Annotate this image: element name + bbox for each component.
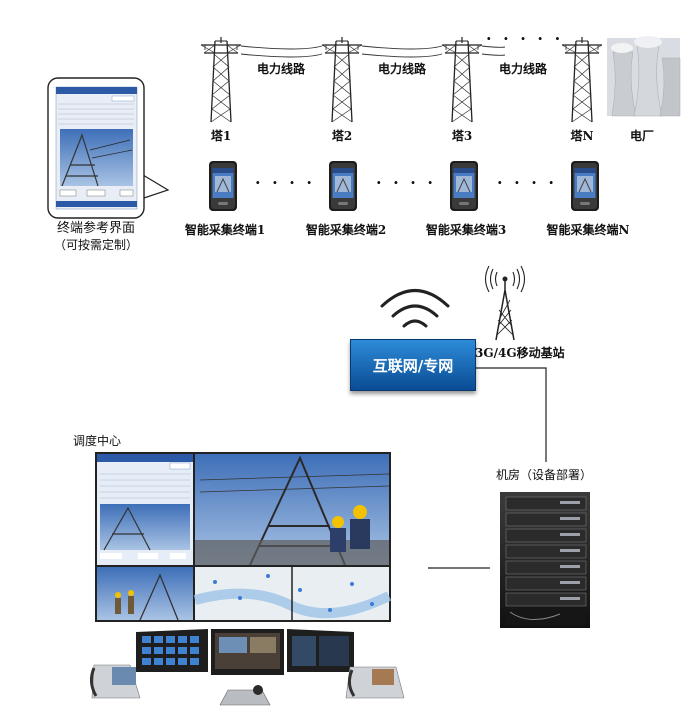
terminal-device-icon: [328, 160, 358, 212]
base-station-label: 3G/4G移动基站: [475, 346, 565, 360]
dispatch-center-title: 调度中心: [73, 434, 122, 448]
phone-caption-subtitle: （可按需定制）: [53, 238, 139, 252]
continuation-dots: · · · ·: [497, 173, 557, 192]
terminal-device-icon: [449, 160, 479, 212]
continuation-dots: · · · ·: [376, 173, 436, 192]
server-rack: [500, 492, 590, 628]
phone-reference-ui: [47, 77, 170, 219]
video-wall: [95, 452, 392, 622]
tower-icon: [561, 36, 603, 123]
dispatch-console: [89, 629, 405, 706]
power-line-label: 电力线路: [377, 62, 427, 76]
terminal-device-icon: [570, 160, 600, 212]
power-plant-icon: [607, 36, 681, 117]
power-line-label: 电力线路: [256, 62, 306, 76]
tower-label: 塔2: [331, 129, 353, 143]
tower-label: 塔3: [451, 129, 473, 143]
power-line-label: 电力线路: [498, 62, 548, 76]
server-room-title: 机房（设备部署）: [496, 468, 593, 482]
tower-icon: [200, 36, 242, 123]
tower-icon: [441, 36, 483, 123]
power-line: [240, 45, 506, 58]
continuation-dots: · · · · ·: [486, 29, 564, 48]
terminal-label: 智能采集终端2: [305, 223, 387, 237]
connection-line: [428, 367, 547, 569]
phone-caption-title: 终端参考界面: [56, 221, 136, 236]
tower-icon: [321, 36, 363, 123]
terminal-device-icon: [208, 160, 238, 212]
tower-label: 塔1: [210, 129, 232, 143]
base-station-icon: [484, 265, 526, 341]
tower-label: 塔N: [570, 129, 594, 143]
terminal-label: 智能采集终端3: [425, 223, 507, 237]
terminal-label: 智能采集终端N: [546, 223, 630, 237]
continuation-dots: · · · ·: [255, 173, 315, 192]
wireless-signal-icon: [380, 289, 450, 328]
internet-private-network-node: 互联网/专网: [350, 339, 476, 391]
terminal-label: 智能采集终端1: [184, 223, 266, 237]
power-plant-label: 电厂: [629, 129, 655, 143]
